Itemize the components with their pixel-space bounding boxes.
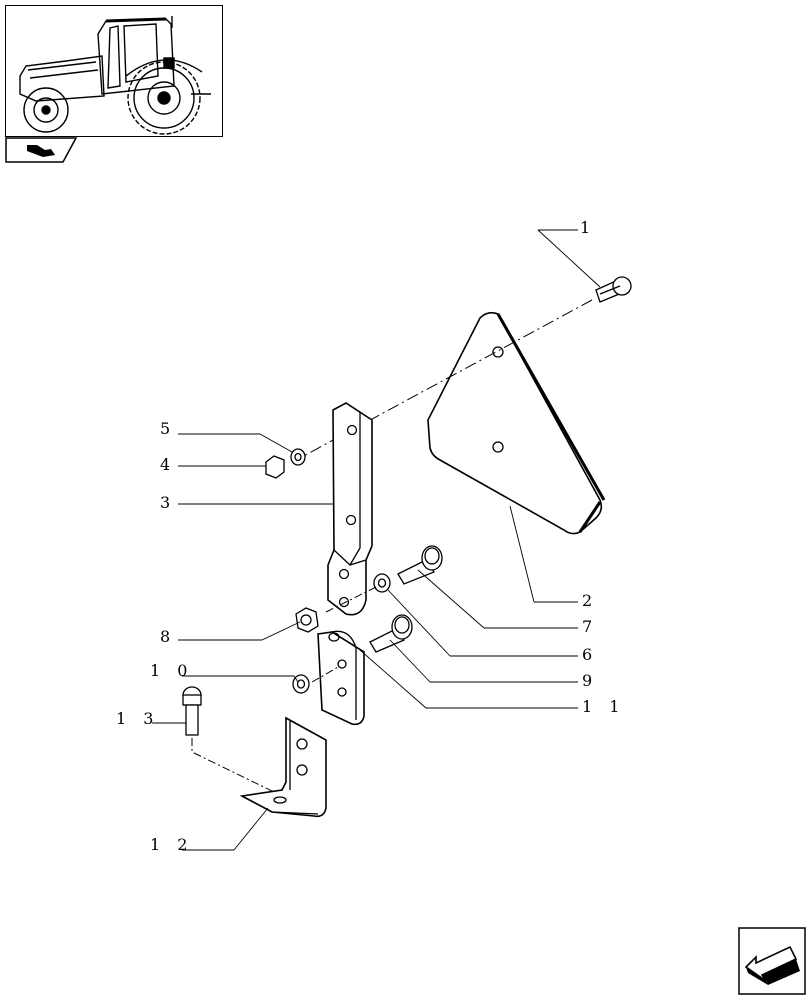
callout-12: 1 2 [150, 835, 193, 854]
nut-part-8 [295, 607, 319, 633]
tractor-thumbnail [5, 5, 223, 137]
reflector-plate [427, 311, 606, 535]
callout-6: 6 [582, 645, 598, 664]
bolt-part-7 [397, 545, 443, 585]
bolt-part-13 [182, 686, 202, 736]
section-tab-icon [5, 137, 77, 163]
callout-4: 4 [160, 455, 176, 474]
nut-part-4 [265, 455, 285, 479]
next-page-arrow-icon[interactable] [738, 927, 806, 995]
bolt-part-1 [595, 276, 632, 303]
callout-8: 8 [160, 627, 176, 646]
callout-13: 1 3 [116, 709, 159, 728]
washer-part-10 [292, 674, 310, 694]
callout-9: 9 [582, 671, 598, 690]
tractor-thumbnail-icon [19, 16, 211, 135]
callout-3: 3 [160, 493, 176, 512]
bracket-part-11 [317, 630, 365, 726]
callout-2: 2 [582, 591, 598, 610]
callout-7: 7 [582, 617, 598, 636]
callout-10: 1 0 [150, 661, 193, 680]
washer-part-5 [290, 448, 306, 466]
bracket-part-12 [239, 716, 327, 818]
callout-1: 1 [580, 218, 596, 237]
callout-11: 1 1 [582, 697, 625, 716]
callout-5: 5 [160, 419, 176, 438]
bolt-part-9 [369, 614, 413, 653]
bracket-part-3 [327, 402, 373, 616]
washer-part-6 [373, 573, 391, 593]
